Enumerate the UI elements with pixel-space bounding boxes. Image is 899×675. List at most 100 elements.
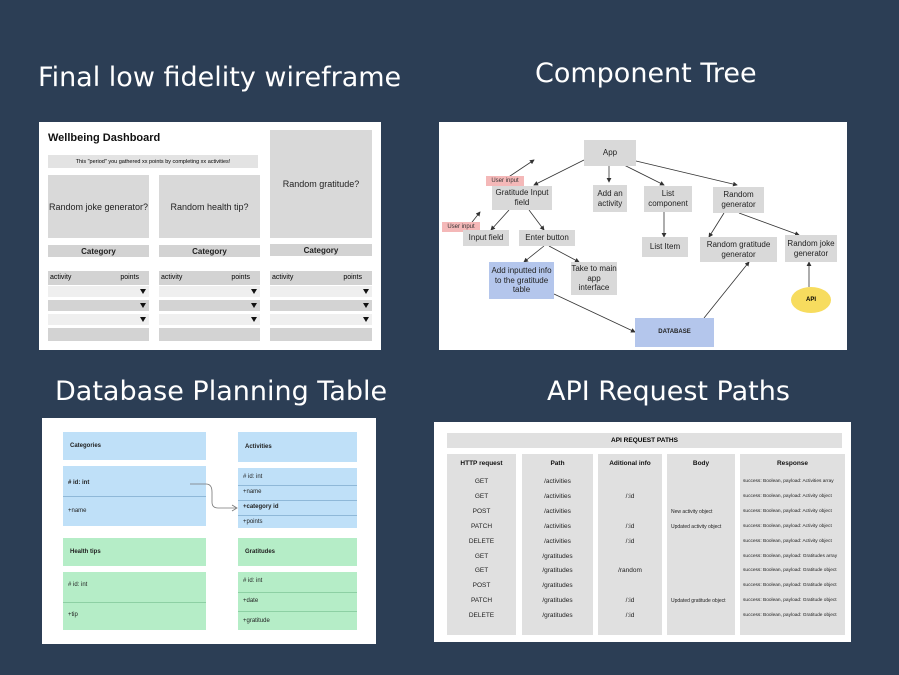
dropdown-icon[interactable]	[140, 303, 146, 308]
relation-arrow	[190, 483, 238, 512]
app-node: App	[584, 140, 636, 166]
api-cell: success: Boolean, payload: Activities ar…	[743, 479, 834, 484]
list-row	[270, 328, 372, 341]
list-header: activity points	[270, 271, 372, 285]
categories-body: # id: int +name	[63, 466, 206, 526]
list-row[interactable]	[159, 300, 260, 311]
api-cell: success: Boolean, payload: Gratitude obj…	[743, 583, 837, 588]
response-header: Response	[776, 460, 809, 467]
api-cell: /:id	[625, 612, 635, 619]
gratitudes-field-id: # id: int	[243, 578, 263, 584]
dashboard-heading: Wellbeing Dashboard	[48, 132, 161, 144]
api-cell: POST	[472, 508, 491, 515]
divider	[63, 496, 206, 497]
divider	[238, 500, 357, 501]
activities-field-points: +points	[243, 519, 263, 525]
api-cell: /:id	[625, 597, 635, 604]
gratitudes-field-gratitude: +gratitude	[243, 618, 270, 624]
api-cell: success: Boolean, payload: Gratitudes ar…	[743, 554, 838, 559]
list-header: activity points	[159, 271, 260, 285]
take-to-main-node: Take to main app interface	[571, 262, 617, 295]
api-cell: GET	[474, 493, 489, 500]
health-tips-field-tip: +tip	[68, 612, 78, 618]
dropdown-icon[interactable]	[140, 289, 146, 294]
activity-col: activity	[50, 274, 72, 281]
api-cell: success: Boolean, payload: Activity obje…	[743, 494, 832, 499]
list-row[interactable]	[159, 314, 260, 325]
health-tip-card: Random health tip?	[159, 175, 260, 238]
gratitudes-body: # id: int +date +gratitude	[238, 572, 357, 630]
divider	[238, 515, 357, 516]
api-node: API	[791, 287, 831, 313]
list-item-node: List Item	[642, 237, 688, 257]
activities-field-id: # id: int	[243, 474, 263, 480]
api-cell: /activities	[544, 493, 571, 500]
list-row	[159, 328, 260, 341]
api-cell: success: Boolean, payload: Activity obje…	[743, 524, 832, 529]
api-cell: PATCH	[470, 523, 493, 530]
database-panel: Categories # id: int +name Activities # …	[42, 418, 376, 644]
random-generator-node: Random generator	[713, 187, 764, 213]
input-field-node: Input field	[463, 230, 509, 246]
http-request-column: HTTP request GET GET POST PATCH DELETE G…	[447, 454, 516, 635]
list-row[interactable]	[48, 286, 149, 297]
list-row[interactable]	[270, 300, 372, 311]
api-cell: success: Boolean, payload: Activity obje…	[743, 509, 832, 514]
activities-header: Activities	[238, 432, 357, 462]
list-row[interactable]	[270, 314, 372, 325]
add-activity-node: Add an activity	[593, 185, 627, 212]
api-cell: Updated activity object	[671, 524, 722, 530]
api-cell: /activities	[544, 478, 571, 485]
additional-info-header: Aditional info	[609, 460, 651, 467]
api-cell: /gratitudes	[542, 597, 573, 604]
api-cell: New activity object	[671, 509, 713, 515]
gratitude-card: Random gratitude?	[270, 130, 372, 238]
dropdown-icon[interactable]	[363, 317, 369, 322]
list-row[interactable]	[48, 300, 149, 311]
random-gratitude-node: Random gratitude generator	[700, 237, 777, 262]
dropdown-icon[interactable]	[251, 303, 257, 308]
api-cell: success: Boolean, payload: Activity obje…	[743, 539, 832, 544]
activities-field-name: +name	[243, 489, 262, 495]
api-cell: /:id	[625, 493, 635, 500]
dropdown-icon[interactable]	[251, 289, 257, 294]
health-tips-header: Health tips	[63, 538, 206, 566]
list-row[interactable]	[48, 314, 149, 325]
dropdown-icon[interactable]	[363, 289, 369, 294]
dropdown-icon[interactable]	[363, 303, 369, 308]
api-cell: Updated gratitude object	[671, 598, 726, 604]
additional-info-column: Aditional info /:id /:id /:id /random /:…	[598, 454, 662, 635]
body-column: Body New activity object Updated activit…	[667, 454, 735, 635]
list-row[interactable]	[270, 286, 372, 297]
points-col: points	[343, 274, 362, 281]
category-bar-1[interactable]: Category	[48, 245, 149, 257]
gratitudes-field-date: +date	[243, 598, 259, 604]
health-tips-field-id: # id: int	[68, 582, 88, 588]
api-cell: PATCH	[470, 597, 493, 604]
user-input-badge-2: User input	[442, 222, 480, 232]
joke-card: Random joke generator?	[48, 175, 149, 238]
enter-button-node: Enter button	[519, 230, 575, 246]
categories-field-id: # id: int	[68, 480, 90, 486]
add-inputted-node: Add inputted info to the gratitude table	[489, 262, 554, 299]
activities-field-category-id: +category id	[243, 504, 279, 510]
divider	[238, 611, 357, 612]
points-banner: This "period" you gathered xx points by …	[48, 155, 258, 168]
category-bar-3[interactable]: Category	[270, 244, 372, 256]
api-cell: /gratitudes	[542, 582, 573, 589]
body-header: Body	[692, 460, 710, 467]
category-bar-2[interactable]: Category	[159, 245, 260, 257]
api-cell: /gratitudes	[542, 567, 573, 574]
divider	[238, 592, 357, 593]
database-title: Database Planning Table	[55, 376, 388, 407]
user-input-badge-1: User input	[486, 176, 524, 186]
list-row[interactable]	[159, 286, 260, 297]
database-node: DATABASE	[635, 318, 714, 347]
component-tree-panel: App User input Gratitude Input field Add…	[439, 122, 847, 350]
categories-field-name: +name	[68, 508, 87, 514]
dropdown-icon[interactable]	[251, 317, 257, 322]
api-cell: POST	[472, 582, 491, 589]
divider	[63, 602, 206, 603]
api-table-title: API REQUEST PATHS	[447, 433, 842, 448]
dropdown-icon[interactable]	[140, 317, 146, 322]
